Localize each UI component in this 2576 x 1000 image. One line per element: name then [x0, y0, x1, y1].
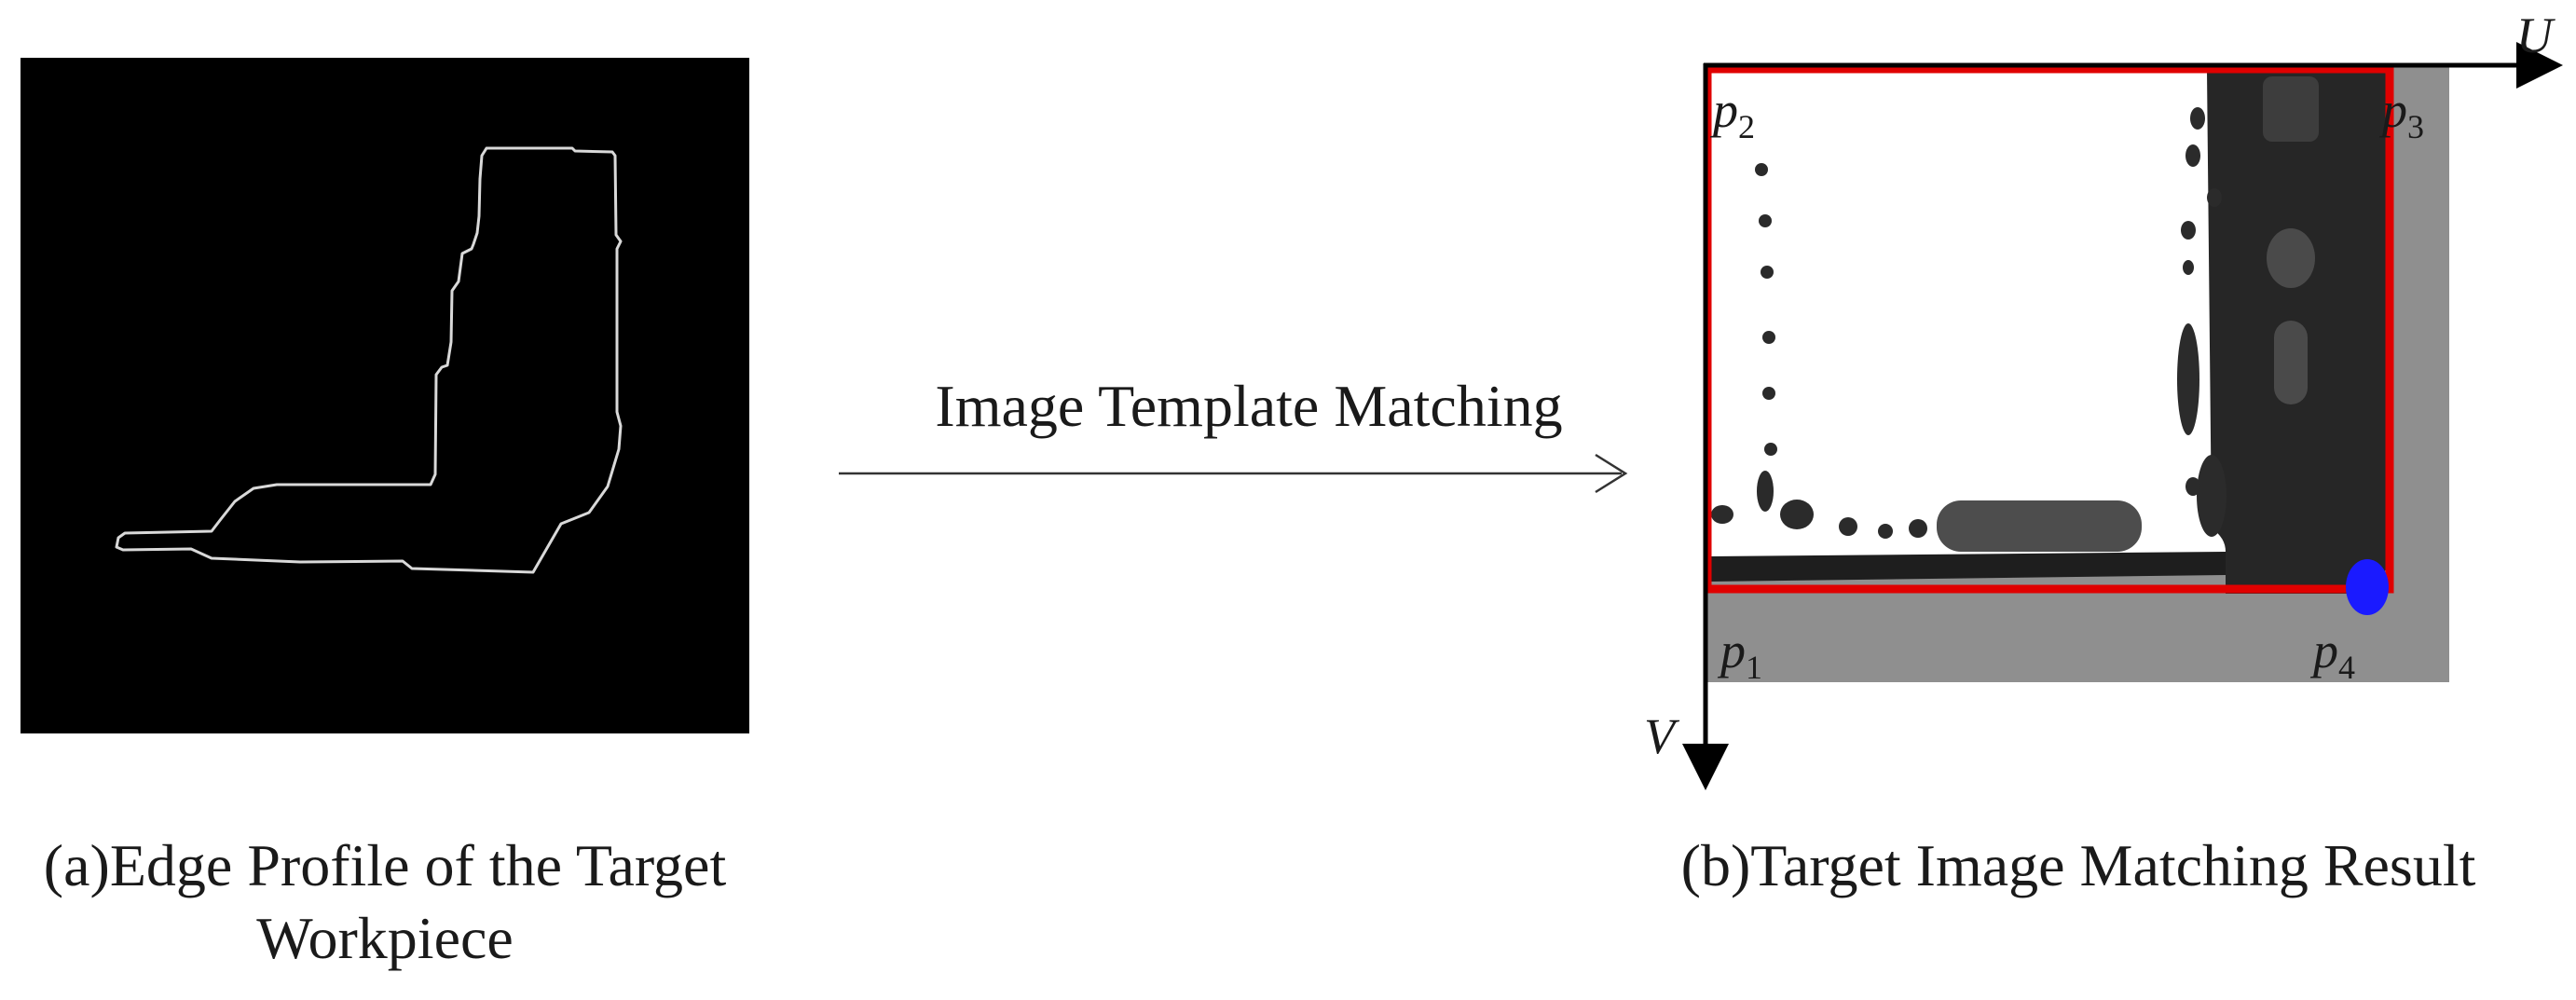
dark-bottom-strip [1711, 552, 2226, 582]
inner-slot-top [2263, 76, 2319, 142]
point-label-p3: p3 [2382, 82, 2424, 145]
edge-profile-image [21, 58, 749, 733]
matching-result-image [1704, 67, 2449, 682]
bottom-features [1711, 107, 2227, 552]
inner-hole-1 [2267, 228, 2315, 288]
v-axis-label: V [1644, 708, 1675, 764]
caption-b: (b)Target Image Matching Result [1680, 832, 2476, 898]
left-dot-column [1755, 163, 1777, 512]
inner-slot-mid [2274, 321, 2308, 404]
workpiece-edge-contour [115, 146, 623, 574]
edge-profile-svg [115, 146, 623, 574]
point-label-p4: p4 [2313, 623, 2355, 686]
corner-marker-p4 [2346, 559, 2389, 615]
white-region [1711, 71, 2233, 574]
arrow-label: Image Template Matching [935, 373, 1563, 439]
u-axis-label: U [2516, 7, 2553, 63]
process-arrow-head [1595, 453, 1628, 494]
point-label-p2: p2 [1713, 82, 1755, 145]
matching-result-svg [1704, 67, 2394, 615]
point-label-p1: p1 [1720, 623, 1762, 686]
caption-a: (a)Edge Profile of the Target Workpiece [43, 832, 727, 971]
